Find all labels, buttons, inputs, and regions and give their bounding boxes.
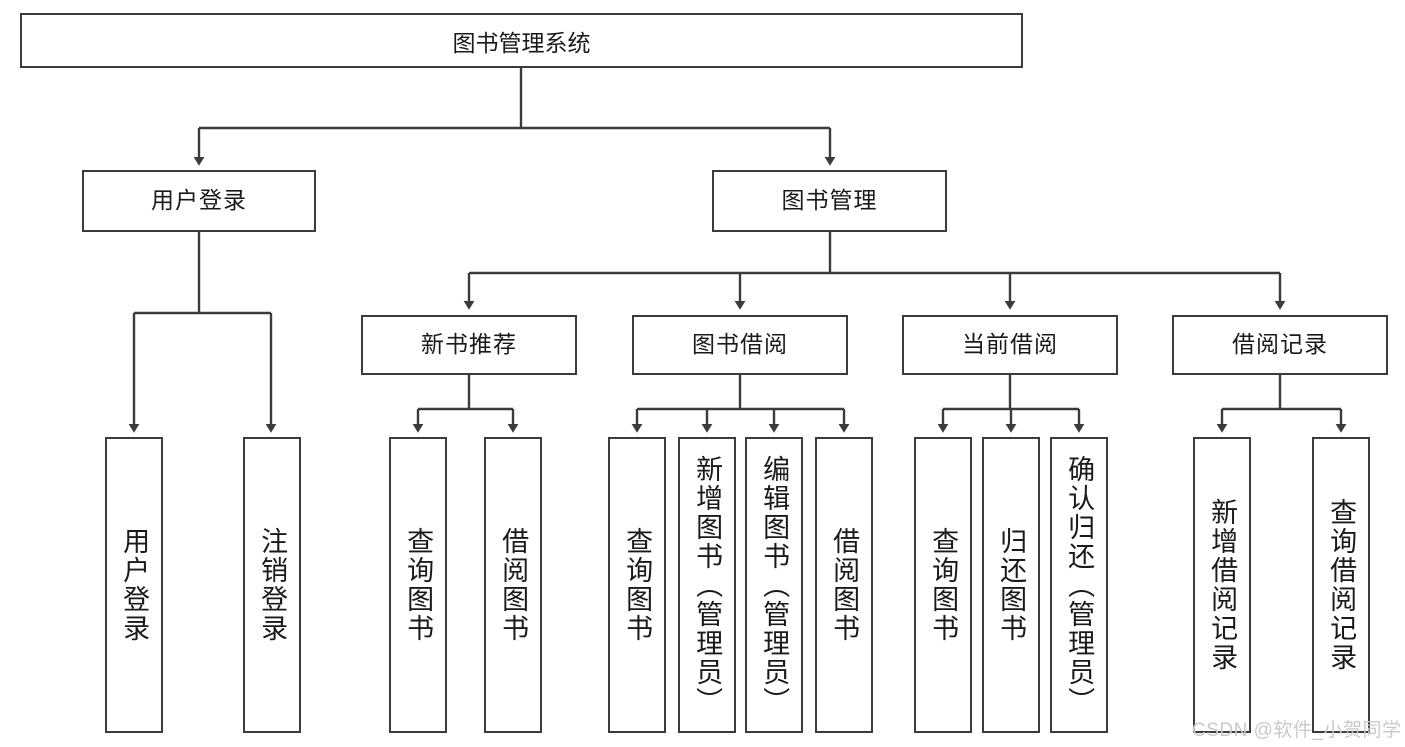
- node-new-book-rec[interactable]: 新书推荐: [361, 315, 577, 375]
- leaf-query-book-1-label: 查询图书: [403, 527, 434, 643]
- node-current-borrow-label: 当前借阅: [962, 331, 1058, 358]
- node-current-borrow[interactable]: 当前借阅: [902, 315, 1118, 375]
- leaf-user-login[interactable]: 用户登录: [105, 437, 163, 733]
- node-borrow-record[interactable]: 借阅记录: [1172, 315, 1388, 375]
- node-user-login-label: 用户登录: [151, 187, 247, 214]
- leaf-return-book[interactable]: 归还图书: [982, 437, 1040, 733]
- leaf-query-record[interactable]: 查询借阅记录: [1312, 437, 1370, 733]
- leaf-query-book-2[interactable]: 查询图书: [608, 437, 666, 733]
- leaf-borrow-book-1[interactable]: 借阅图书: [484, 437, 542, 733]
- leaf-query-book-2-label: 查询图书: [622, 527, 653, 643]
- leaf-add-record[interactable]: 新增借阅记录: [1193, 437, 1251, 733]
- leaf-borrow-book-2-label: 借阅图书: [829, 527, 860, 643]
- node-book-manage[interactable]: 图书管理: [712, 170, 947, 232]
- leaf-logout[interactable]: 注销登录: [243, 437, 301, 733]
- node-user-login[interactable]: 用户登录: [82, 170, 316, 232]
- leaf-query-book-3-label: 查询图书: [928, 527, 959, 643]
- node-book-borrow-label: 图书借阅: [692, 331, 788, 358]
- node-root[interactable]: 图书管理系统: [20, 13, 1023, 68]
- leaf-return-book-label: 归还图书: [996, 527, 1027, 643]
- leaf-query-record-label: 查询借阅记录: [1326, 498, 1357, 672]
- node-new-book-rec-label: 新书推荐: [421, 331, 517, 358]
- node-book-borrow[interactable]: 图书借阅: [632, 315, 848, 375]
- node-borrow-record-label: 借阅记录: [1232, 331, 1328, 358]
- leaf-add-book-label: 新增图书（管理员）: [692, 454, 723, 716]
- leaf-edit-book[interactable]: 编辑图书（管理员）: [745, 437, 803, 733]
- leaf-add-record-label: 新增借阅记录: [1207, 498, 1238, 672]
- node-book-manage-label: 图书管理: [781, 187, 878, 214]
- leaf-logout-label: 注销登录: [257, 527, 288, 643]
- leaf-borrow-book-2[interactable]: 借阅图书: [815, 437, 873, 733]
- leaf-user-login-label: 用户登录: [119, 527, 150, 643]
- leaf-add-book[interactable]: 新增图书（管理员）: [678, 437, 736, 733]
- leaf-edit-book-label: 编辑图书（管理员）: [759, 454, 790, 716]
- watermark: CSDN @软件_小贺同学: [1192, 720, 1402, 741]
- leaf-confirm-return[interactable]: 确认归还（管理员）: [1050, 437, 1108, 733]
- leaf-confirm-return-label: 确认归还（管理员）: [1064, 454, 1095, 716]
- leaf-query-book-1[interactable]: 查询图书: [389, 437, 447, 733]
- leaf-borrow-book-1-label: 借阅图书: [498, 527, 529, 643]
- leaf-query-book-3[interactable]: 查询图书: [914, 437, 972, 733]
- node-root-label: 图书管理系统: [452, 29, 591, 56]
